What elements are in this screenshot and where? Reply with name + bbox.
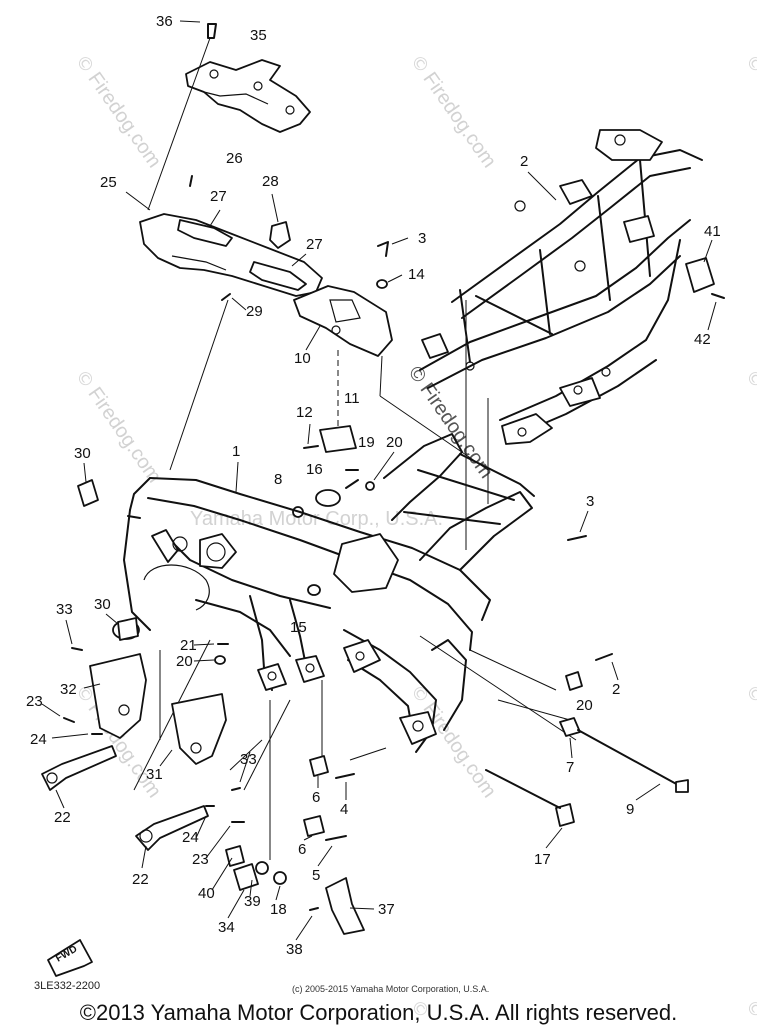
part-label: 5: [312, 867, 320, 884]
part-label: 33: [56, 601, 73, 618]
part-label: 30: [94, 596, 111, 613]
diagram-code: 3LE332-2200: [34, 980, 101, 992]
watermark-text: Firedog.com: [419, 698, 501, 802]
seat-bracket-10: [292, 285, 393, 518]
part-label: 20: [386, 434, 403, 451]
part-label: 25: [100, 174, 117, 191]
part-label: 15: [290, 619, 307, 636]
part-label: 3: [586, 493, 594, 510]
part-labels: 36 35 26 25 27 28 27 29 2 3 14 41 42 10 …: [26, 13, 721, 958]
svg-text:©: ©: [741, 366, 757, 393]
part-label: 11: [344, 390, 360, 407]
part-label: 40: [198, 885, 215, 902]
part-label: 16: [306, 461, 323, 478]
top-bracket-35: [147, 23, 311, 211]
watermark-layer: ©Firedog.com ©Firedog.com © ©Firedog.com…: [71, 51, 757, 1023]
rail-assembly-25: [139, 175, 323, 301]
part-label: 23: [192, 851, 209, 868]
part-label: 21: [180, 637, 197, 654]
part-label: 42: [694, 331, 711, 348]
part-label: 8: [274, 471, 282, 488]
part-label: 6: [312, 789, 320, 806]
rear-frame-bolts: [376, 241, 389, 289]
part-label: 26: [226, 150, 243, 167]
part-label: 6: [298, 841, 306, 858]
part-label: 3: [418, 230, 426, 247]
part-label: 22: [54, 809, 71, 826]
part-label: 41: [704, 223, 721, 240]
lower-parts: FWD: [41, 479, 689, 977]
part-label: 4: [340, 801, 348, 818]
rear-frame-2: [419, 129, 725, 445]
part-label: 22: [132, 871, 149, 888]
part-label: 1: [232, 443, 240, 460]
part-label: 23: [26, 693, 43, 710]
part-label: 24: [30, 731, 47, 748]
part-label: 17: [534, 851, 551, 868]
part-label: 28: [262, 173, 279, 190]
part-label: 35: [250, 27, 267, 44]
label-leaders: [41, 20, 717, 941]
part-label: 29: [246, 303, 263, 320]
part-label: 24: [182, 829, 199, 846]
part-label: 27: [306, 236, 323, 253]
part-label: 10: [294, 350, 311, 367]
part-label: 27: [210, 188, 227, 205]
part-label: 14: [408, 266, 425, 283]
part-label: 20: [576, 697, 593, 714]
part-label: 19: [358, 434, 375, 451]
svg-text:©: ©: [741, 51, 757, 78]
part-label: 2: [612, 681, 620, 698]
part-label: 36: [156, 13, 173, 30]
part-label: 9: [626, 801, 634, 818]
svg-text:©: ©: [741, 681, 757, 708]
watermark-text: Firedog.com: [419, 68, 501, 172]
part-label: 39: [244, 893, 261, 910]
part-label: 30: [74, 445, 91, 462]
part-label: 7: [566, 759, 574, 776]
part-label: 34: [218, 919, 235, 936]
part-label: 33: [240, 751, 257, 768]
main-frame-1: [77, 433, 535, 753]
part-label: 32: [60, 681, 77, 698]
part-label: 18: [270, 901, 287, 918]
part-label: 38: [286, 941, 303, 958]
part-label: 12: [296, 404, 313, 421]
part-label: 20: [176, 653, 193, 670]
part-label: 2: [520, 153, 528, 170]
guide-lines: [133, 299, 577, 860]
watermark-text: Firedog.com: [84, 383, 166, 487]
watermark-text: Firedog.com: [84, 68, 166, 172]
part-label: 31: [146, 766, 163, 783]
footer-copyright: ©2013 Yamaha Motor Corporation, U.S.A. A…: [79, 1000, 678, 1025]
small-copyright: (c) 2005-2015 Yamaha Motor Corporation, …: [292, 984, 490, 994]
part-label: 37: [378, 901, 395, 918]
